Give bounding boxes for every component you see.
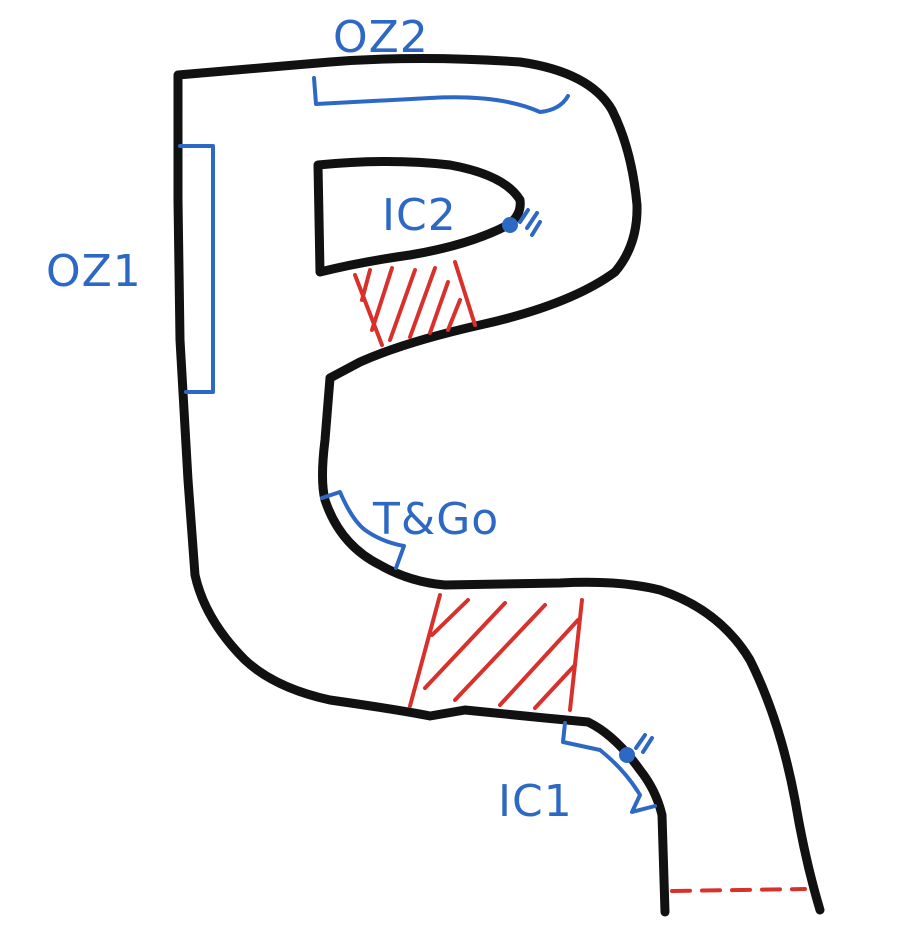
hatch-zone-lower-stroke <box>533 663 577 710</box>
label-ic1: IC1 <box>498 776 573 827</box>
hatch-zone-lower-stroke <box>453 603 547 702</box>
ic1-apex-dot <box>619 747 635 763</box>
ic1-tick <box>634 733 647 750</box>
annotation-markers <box>178 76 657 814</box>
oz2-bracket <box>312 76 570 114</box>
hatch-zone-lower-stroke <box>423 601 507 690</box>
ic2-tick <box>530 220 542 237</box>
hatch-zone-upper-stroke <box>446 298 462 332</box>
hatch-zone-upper-stroke <box>370 266 394 332</box>
hatch-zone-upper-stroke <box>428 280 450 335</box>
ic1-tick <box>641 736 654 754</box>
track-inner-boundary <box>318 373 825 915</box>
hatch-zone-lower-stroke <box>430 598 470 637</box>
hatch-zone-upper-stroke <box>408 266 437 339</box>
label-t-and-go: T&Go <box>373 494 500 545</box>
ic1-bracket <box>561 721 657 814</box>
hatch-zone-lower-edge-right <box>568 598 584 712</box>
track-outer-boundary <box>173 54 670 917</box>
hatch-zone-lower <box>408 593 584 712</box>
oz1-bracket <box>178 144 215 394</box>
hatch-zone-lower-edge-left <box>408 593 442 708</box>
label-oz2: OZ2 <box>333 12 429 63</box>
hatch-zone-lower-stroke <box>498 618 580 707</box>
ic2-tick <box>518 208 530 224</box>
label-ic2: IC2 <box>382 190 457 241</box>
hatch-zone-upper-stroke <box>360 268 372 302</box>
hatch-zone-upper-edge-right <box>453 260 477 327</box>
finish-line-dashed <box>670 887 807 893</box>
t-and-go-bracket <box>320 490 406 570</box>
hatch-zone-upper-edge-left <box>353 273 384 347</box>
hatch-zone-upper-stroke <box>388 268 417 342</box>
ic2-tick <box>525 211 539 230</box>
ic2-apex-dot <box>502 217 518 233</box>
hatch-zone-upper <box>353 260 477 347</box>
label-oz1: OZ1 <box>46 246 142 297</box>
track-infield-boundary <box>313 157 525 277</box>
